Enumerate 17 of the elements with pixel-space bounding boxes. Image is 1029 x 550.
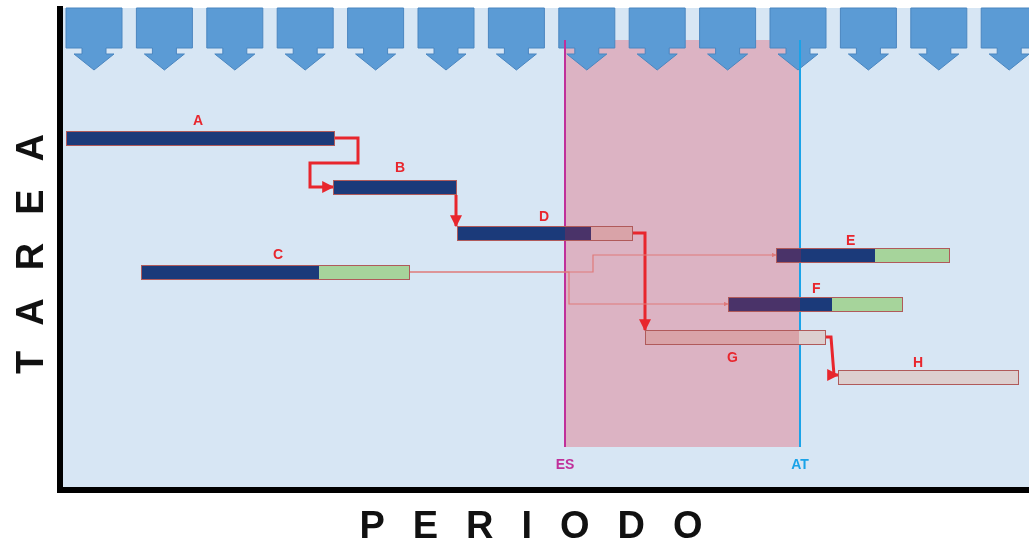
task-label: D <box>539 209 550 223</box>
task-label: H <box>913 355 924 369</box>
axis-title: TAREA <box>11 105 49 375</box>
task-label: C <box>273 247 284 261</box>
arrow <box>450 195 462 228</box>
task-label: G <box>727 350 738 364</box>
task-label: E <box>846 233 856 247</box>
axis-title: PERIODO <box>359 505 731 545</box>
arrow <box>409 271 729 307</box>
arrow <box>308 136 360 193</box>
arrow <box>633 231 651 332</box>
task-label: B <box>395 160 406 174</box>
marker-label: AT <box>790 456 810 472</box>
arrow <box>826 335 840 381</box>
task-label: A <box>193 113 204 127</box>
marker-label: ES <box>554 456 576 472</box>
task-label: F <box>812 281 821 295</box>
